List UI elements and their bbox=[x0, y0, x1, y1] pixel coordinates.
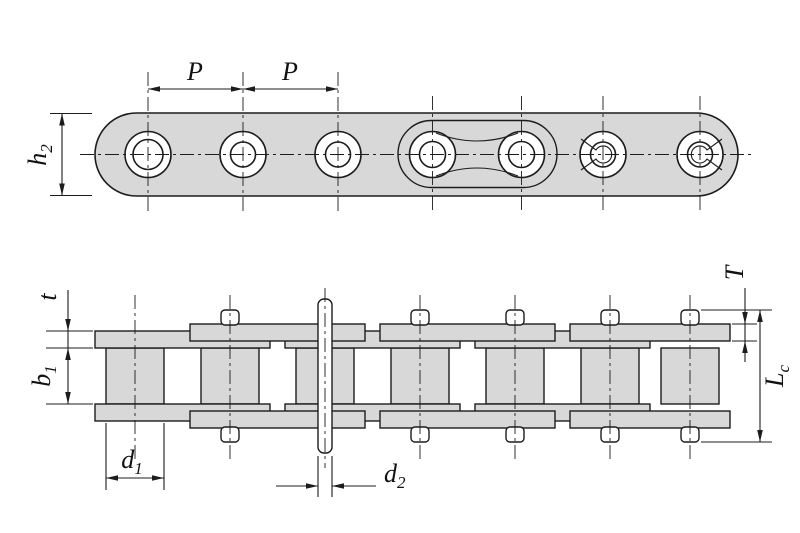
label-Lc: Lc bbox=[760, 365, 793, 388]
arrow-icon bbox=[742, 312, 748, 324]
label-d1: d1 bbox=[121, 445, 143, 478]
dim-d1: d1 bbox=[105, 423, 165, 490]
label-pitch-2: P bbox=[281, 57, 298, 86]
inner-plate-waist-bottom bbox=[435, 167, 519, 177]
label-T: T bbox=[720, 264, 749, 280]
dim-t-b1: t b1 bbox=[27, 290, 93, 405]
chain-plan-view bbox=[94, 288, 731, 468]
outer-plate bbox=[189, 323, 366, 342]
arrow-icon bbox=[65, 319, 71, 331]
arrow-icon bbox=[152, 475, 164, 481]
arrow-icon bbox=[65, 392, 71, 404]
outer-plate bbox=[569, 410, 731, 429]
arrow-icon bbox=[306, 483, 318, 489]
arrow-icon bbox=[326, 86, 338, 92]
dim-T: T bbox=[720, 264, 757, 362]
arrow-icon bbox=[243, 86, 255, 92]
dim-pitch: P P bbox=[148, 57, 338, 92]
chain-side-view bbox=[80, 72, 753, 212]
label-b1: b1 bbox=[27, 365, 60, 387]
label-pitch-1: P bbox=[186, 57, 203, 86]
arrow-icon bbox=[757, 310, 763, 322]
outer-plate bbox=[569, 323, 731, 342]
inner-plate-waist-top bbox=[435, 132, 519, 142]
label-h2: h2 bbox=[23, 144, 56, 166]
dim-h2: h2 bbox=[23, 112, 92, 197]
arrow-icon bbox=[65, 348, 71, 360]
arrow-icon bbox=[231, 86, 243, 92]
arrow-icon bbox=[757, 430, 763, 442]
dim-Lc: Lc bbox=[701, 309, 793, 443]
outer-plate bbox=[189, 410, 366, 429]
arrow-icon bbox=[106, 475, 118, 481]
arrow-icon bbox=[59, 113, 65, 126]
outer-plate bbox=[379, 323, 556, 342]
label-d2: d2 bbox=[384, 459, 406, 492]
label-t: t bbox=[33, 293, 62, 301]
arrow-icon bbox=[332, 483, 344, 489]
dim-d2: d2 bbox=[276, 456, 406, 497]
arrow-icon bbox=[742, 341, 748, 353]
arrow-icon bbox=[59, 183, 65, 196]
outer-plate bbox=[379, 410, 556, 429]
arrow-icon bbox=[148, 86, 160, 92]
